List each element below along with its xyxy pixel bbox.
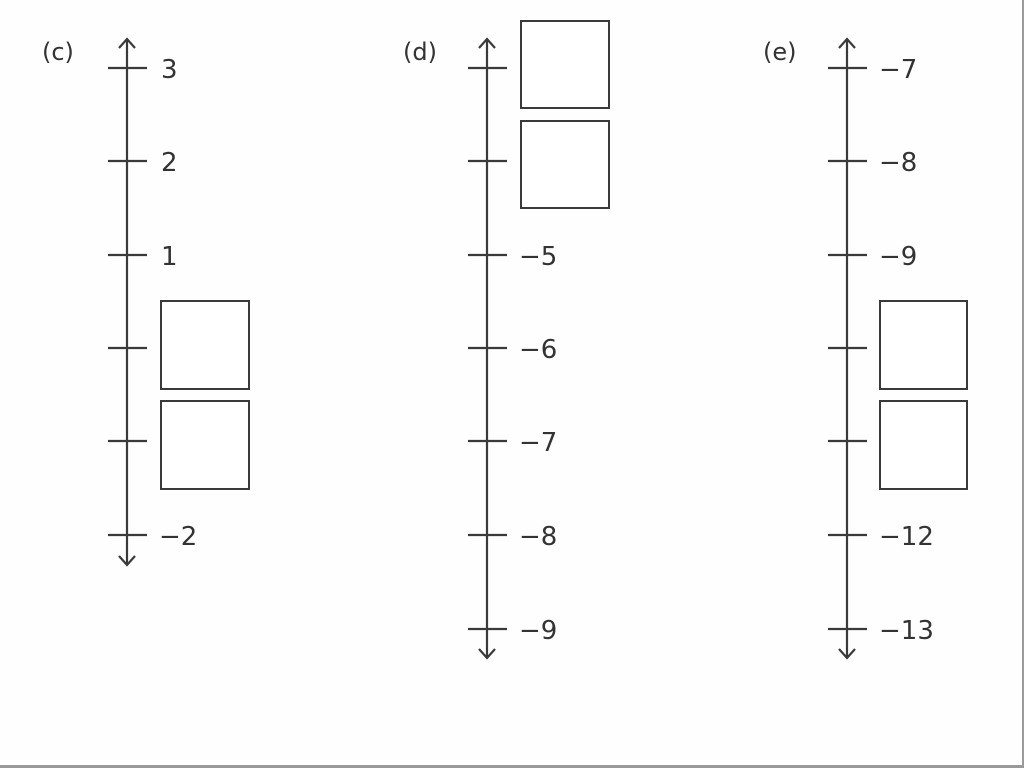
part-label-c: (c) <box>42 38 74 66</box>
tick-label: −8 <box>879 148 917 178</box>
tick-label: −7 <box>519 428 557 458</box>
answer-box[interactable] <box>520 120 610 209</box>
part-label-e: (e) <box>763 38 797 66</box>
tick-label: −12 <box>879 522 934 552</box>
tick-label: −7 <box>879 55 917 85</box>
tick-label: −6 <box>519 335 557 365</box>
part-label-d: (d) <box>403 38 437 66</box>
arrow-up-icon <box>838 37 856 49</box>
answer-box[interactable] <box>520 20 610 109</box>
tick-label: 2 <box>161 148 178 178</box>
number-line-e: (e) −7 −8 −9 −12 −13 <box>763 37 968 660</box>
answer-box[interactable] <box>879 400 968 490</box>
answer-box[interactable] <box>160 400 250 490</box>
tick-label: −5 <box>519 242 557 272</box>
tick-label: 1 <box>161 242 178 272</box>
arrow-down-icon <box>118 555 136 567</box>
arrow-up-icon <box>478 37 496 49</box>
tick-label: −9 <box>879 242 917 272</box>
answer-box[interactable] <box>879 300 968 390</box>
arrow-down-icon <box>478 648 496 660</box>
tick-label: −2 <box>159 522 197 552</box>
answer-box[interactable] <box>160 300 250 390</box>
tick-label: 3 <box>161 55 178 85</box>
number-line-c: (c) 3 2 1 −2 <box>42 37 250 567</box>
tick-label: −9 <box>519 616 557 646</box>
number-line-d: (d) −5 −6 −7 −8 −9 <box>403 20 610 660</box>
tick-label: −8 <box>519 522 557 552</box>
tick-label: −13 <box>879 616 934 646</box>
arrow-down-icon <box>838 648 856 660</box>
arrow-up-icon <box>118 37 136 49</box>
